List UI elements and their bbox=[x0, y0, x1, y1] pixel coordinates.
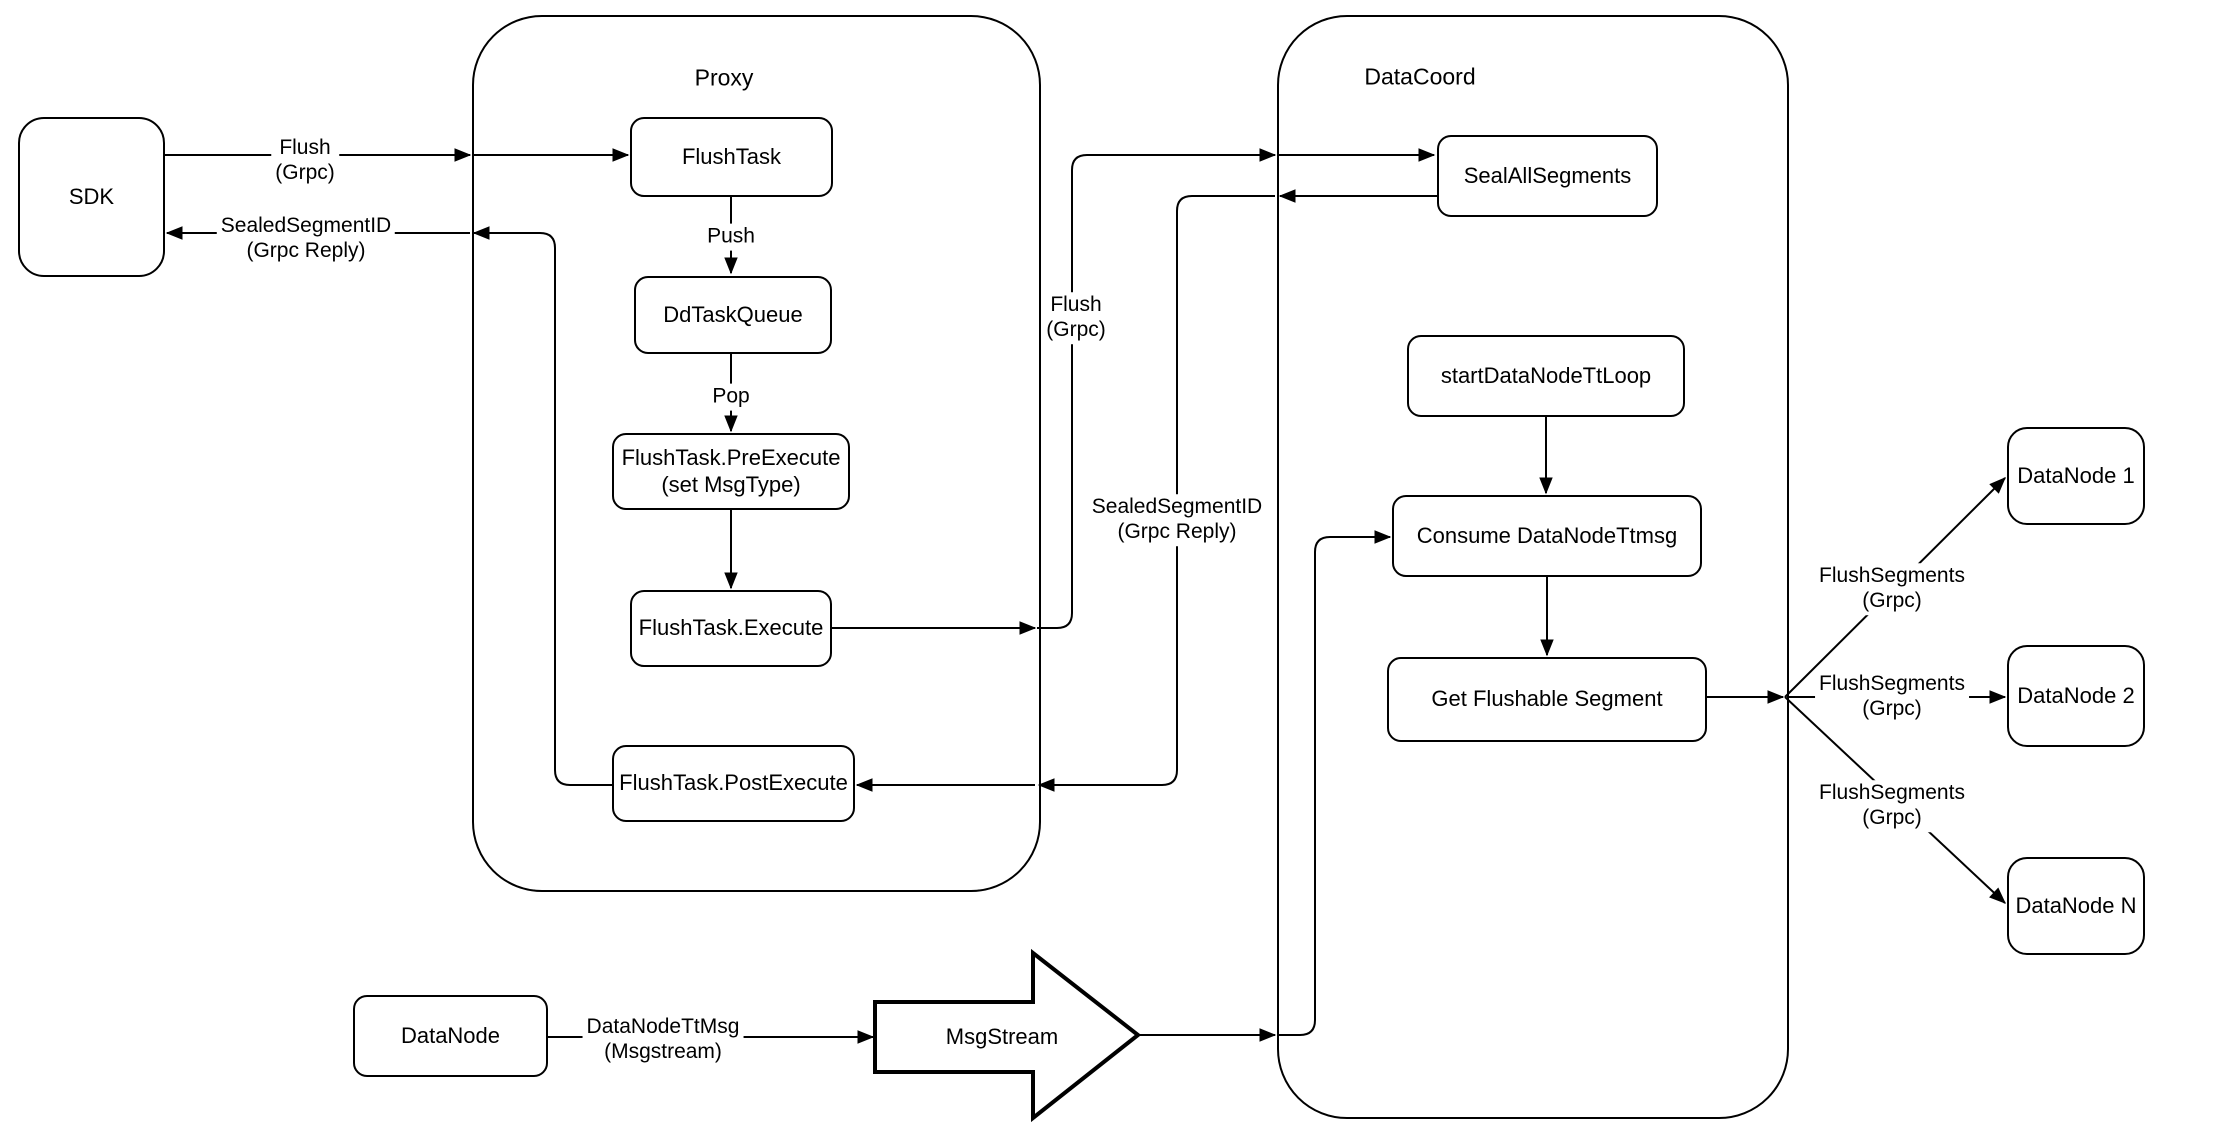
edge-label-flush-proxy-datacoord-line1: Flush bbox=[1050, 293, 1102, 317]
edge-label-push: Push bbox=[703, 223, 759, 251]
edge-label-flush-segments-1-line1: FlushSegments bbox=[1819, 564, 1965, 588]
node-datanode-n-label: DataNode N bbox=[2015, 892, 2137, 918]
node-datanode-2-label: DataNode 2 bbox=[2017, 682, 2135, 708]
edge-label-flush-segments-2: FlushSegments (Grpc) bbox=[1815, 671, 1969, 723]
node-get-flushable-segment-label: Get Flushable Segment bbox=[1431, 686, 1663, 712]
edge-label-sealed-datacoord-proxy-line1: SealedSegmentID bbox=[1091, 495, 1263, 519]
edge-label-sealed-proxy-sdk-line1: SealedSegmentID bbox=[220, 214, 392, 238]
node-sdk: SDK bbox=[18, 117, 165, 277]
proxy-container bbox=[472, 15, 1041, 892]
node-seal-all-segments: SealAllSegments bbox=[1437, 135, 1658, 217]
edge-label-flush-sdk-proxy: Flush (Grpc) bbox=[271, 135, 339, 187]
datacoord-container-label: DataCoord bbox=[1361, 63, 1479, 91]
edge-label-datanode-ttmsg-line2: (Msgstream) bbox=[604, 1040, 722, 1063]
edge-flush-proxy-to-datacoord bbox=[1037, 148, 1277, 629]
edge-label-flush-segments-2-line1: FlushSegments bbox=[1819, 672, 1965, 696]
node-dd-task-queue-label: DdTaskQueue bbox=[663, 301, 803, 327]
edge-label-sealed-proxy-sdk: SealedSegmentID (Grpc Reply) bbox=[216, 213, 396, 265]
msgstream-shape bbox=[873, 948, 1142, 1123]
edge-label-flush-segments-3-line2: (Grpc) bbox=[1862, 806, 1922, 829]
edge-label-sealed-datacoord-proxy: SealedSegmentID (Grpc Reply) bbox=[1087, 494, 1267, 546]
node-consume-datanode-ttmsg: Consume DataNodeTtmsg bbox=[1392, 495, 1702, 577]
node-pre-execute-label-line2: (set MsgType) bbox=[661, 471, 801, 497]
node-execute-label: FlushTask.Execute bbox=[638, 615, 824, 641]
edge-sealed-datacoord-to-proxy bbox=[1037, 195, 1275, 792]
node-post-execute-label: FlushTask.PostExecute bbox=[619, 770, 848, 796]
edge-label-sealed-datacoord-proxy-line2: (Grpc Reply) bbox=[1117, 520, 1237, 543]
edge-postexecute-to-proxy-edge bbox=[472, 226, 612, 786]
node-sdk-label: SDK bbox=[68, 183, 115, 209]
node-datanode-n: DataNode N bbox=[2007, 857, 2145, 955]
node-flush-task: FlushTask bbox=[630, 117, 833, 197]
edge-label-sealed-proxy-sdk-line2: (Grpc Reply) bbox=[246, 239, 366, 262]
node-datanode-1: DataNode 1 bbox=[2007, 427, 2145, 525]
node-get-flushable-segment: Get Flushable Segment bbox=[1387, 657, 1707, 742]
edge-label-flush-segments-2-line2: (Grpc) bbox=[1862, 697, 1922, 720]
node-post-execute: FlushTask.PostExecute bbox=[612, 745, 855, 822]
edge-datacoord-edge-to-consume bbox=[1279, 530, 1392, 1036]
edge-label-flush-sdk-proxy-line2: (Grpc) bbox=[275, 161, 335, 184]
node-datanode-bottom-label: DataNode bbox=[400, 1022, 501, 1048]
edge-label-flush-proxy-datacoord: Flush (Grpc) bbox=[1042, 292, 1110, 344]
edge-label-datanode-ttmsg-line1: DataNodeTtMsg bbox=[586, 1015, 740, 1039]
edge-label-datanode-ttmsg: DataNodeTtMsg (Msgstream) bbox=[582, 1014, 744, 1066]
edge-label-flush-proxy-datacoord-line2: (Grpc) bbox=[1046, 318, 1106, 341]
node-start-datanode-tt-loop: startDataNodeTtLoop bbox=[1407, 335, 1685, 417]
node-datanode-bottom: DataNode bbox=[353, 995, 548, 1077]
node-pre-execute: FlushTask.PreExecute (set MsgType) bbox=[612, 433, 850, 510]
edge-label-flush-segments-1-line2: (Grpc) bbox=[1862, 589, 1922, 612]
proxy-container-label: Proxy bbox=[691, 64, 757, 92]
node-datanode-2: DataNode 2 bbox=[2007, 645, 2145, 747]
node-consume-datanode-ttmsg-label: Consume DataNodeTtmsg bbox=[1416, 522, 1678, 548]
datacoord-container bbox=[1277, 15, 1789, 1119]
edge-label-flush-segments-3-line1: FlushSegments bbox=[1819, 781, 1965, 805]
node-pre-execute-label-line1: FlushTask.PreExecute bbox=[621, 445, 841, 471]
node-dd-task-queue: DdTaskQueue bbox=[634, 276, 832, 354]
node-execute: FlushTask.Execute bbox=[630, 590, 832, 667]
edge-label-flush-sdk-proxy-line1: Flush bbox=[279, 136, 331, 160]
edge-label-pop: Pop bbox=[708, 383, 754, 411]
msgstream-label: MsgStream bbox=[945, 1024, 1059, 1049]
node-flush-task-label: FlushTask bbox=[681, 143, 782, 169]
edge-label-flush-segments-1: FlushSegments (Grpc) bbox=[1815, 563, 1969, 615]
node-datanode-1-label: DataNode 1 bbox=[2017, 462, 2135, 488]
node-start-datanode-tt-loop-label: startDataNodeTtLoop bbox=[1440, 362, 1652, 388]
node-seal-all-segments-label: SealAllSegments bbox=[1463, 162, 1632, 188]
edge-label-flush-segments-3: FlushSegments (Grpc) bbox=[1815, 780, 1969, 832]
